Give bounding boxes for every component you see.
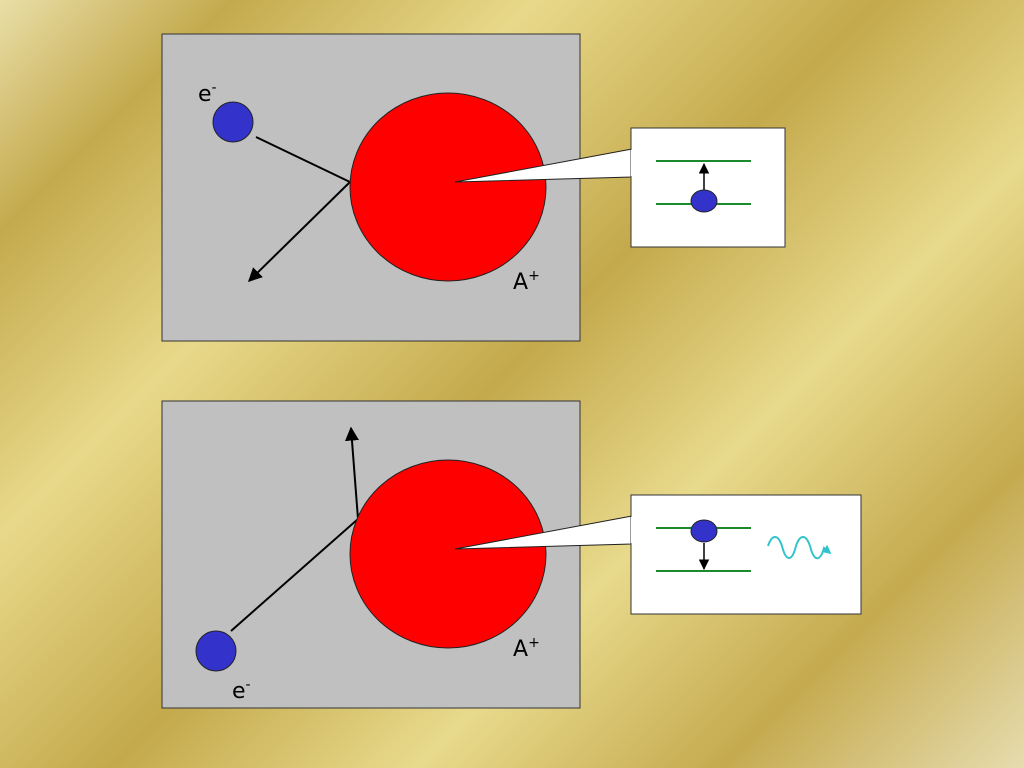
ion-label: A+	[513, 635, 540, 662]
electron-circle	[195, 630, 237, 672]
photon-wave-icon	[767, 536, 832, 560]
energy-level-inset	[630, 494, 862, 615]
energy-level-inset	[630, 127, 786, 248]
bound-electron	[690, 189, 718, 213]
electron-circle	[212, 101, 254, 143]
bound-electron	[690, 519, 718, 543]
electron-label: e-	[198, 80, 217, 107]
panel-excitation: e- A+	[161, 33, 786, 342]
ion-circle	[349, 92, 547, 282]
electron-label: e-	[232, 677, 251, 704]
ion-label: A+	[513, 268, 540, 295]
panel-de-excitation: e- A+	[161, 400, 862, 709]
ion-circle	[349, 459, 547, 649]
